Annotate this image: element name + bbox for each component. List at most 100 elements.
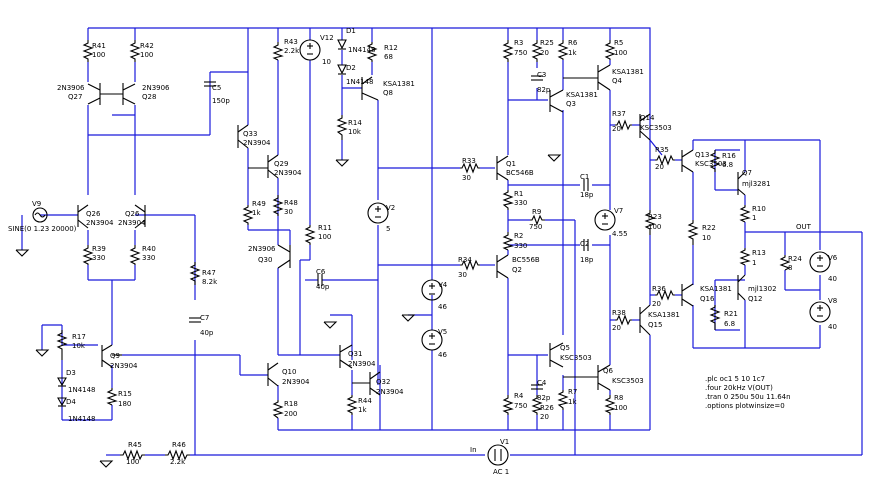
svg-text:R4: R4 — [514, 392, 524, 400]
resistor-R9: R9 750 — [529, 208, 545, 231]
resistor-R7: R7 1k — [557, 388, 577, 410]
transistor-Q1: Q1 BC546B — [496, 155, 534, 181]
resistor-R3: R3 750 — [502, 39, 527, 62]
resistor-R38: R38 20 — [612, 309, 632, 332]
resistor-R1: R1 330 — [502, 190, 527, 210]
svg-text:R41: R41 — [92, 42, 106, 50]
resistor-R39: R39 330 — [82, 245, 106, 265]
ground-symbol — [99, 460, 114, 468]
transistor-Q8: KSA1381 Q8 — [361, 76, 415, 101]
svg-text:330: 330 — [92, 254, 105, 262]
svg-text:R6: R6 — [568, 39, 578, 47]
svg-text:C5: C5 — [212, 84, 221, 92]
svg-text:KSC3503: KSC3503 — [640, 124, 672, 132]
svg-text:BC556B: BC556B — [512, 256, 540, 264]
svg-text:20: 20 — [540, 49, 549, 57]
ground-symbol — [401, 314, 416, 322]
svg-text:Q27: Q27 — [68, 93, 82, 101]
svg-text:40p: 40p — [200, 329, 214, 337]
capacitor-C7: C7 40p — [189, 314, 214, 337]
svg-text:30: 30 — [284, 208, 293, 216]
svg-text:30: 30 — [462, 174, 471, 182]
svg-text:68: 68 — [384, 53, 393, 61]
diode-D4: D4 1N4148 — [57, 397, 96, 423]
svg-text:2.2k: 2.2k — [284, 47, 300, 55]
transistor-Q13: Q13 KSC3503 — [681, 149, 727, 173]
resistor-R12: R12 68 — [366, 42, 398, 62]
svg-text:330: 330 — [142, 254, 155, 262]
capacitor-C1: C1 18p — [580, 173, 594, 199]
svg-text:18p: 18p — [580, 256, 594, 264]
svg-text:Q2: Q2 — [512, 266, 522, 274]
svg-text:200: 200 — [284, 410, 297, 418]
svg-text:R36: R36 — [652, 285, 666, 293]
ground-symbol — [323, 321, 338, 329]
svg-text:V9: V9 — [32, 200, 41, 208]
svg-text:R44: R44 — [358, 397, 372, 405]
svg-text:V4: V4 — [438, 281, 448, 289]
svg-text:10: 10 — [702, 234, 711, 242]
svg-text:AC 1: AC 1 — [493, 468, 509, 476]
svg-text:R23: R23 — [648, 213, 662, 221]
directive-line: .options plotwinsize=0 — [705, 402, 785, 410]
svg-text:Q16: Q16 — [700, 295, 715, 303]
capacitor-C3: C3 82p — [531, 71, 551, 94]
transistor-Q26-left: Q26 2N3904 — [77, 204, 114, 229]
transistor-Q6: Q6 KSC3503 — [563, 364, 644, 391]
source-V9: V9 SINE(0 1.23 20000) — [8, 200, 77, 233]
svg-text:82p: 82p — [537, 86, 551, 94]
svg-text:Q4: Q4 — [612, 77, 623, 85]
svg-text:V2: V2 — [386, 204, 395, 212]
transistor-Q14: Q14 KSC3503 — [639, 113, 672, 141]
svg-text:R14: R14 — [348, 119, 362, 127]
svg-text:46: 46 — [438, 303, 447, 311]
svg-text:Q33: Q33 — [243, 130, 257, 138]
svg-text:R5: R5 — [614, 39, 623, 47]
transistor-Q26-right: Q26 2N3904 — [118, 204, 146, 229]
net-label-out: OUT — [796, 223, 812, 231]
svg-text:R10: R10 — [752, 205, 766, 213]
svg-text:1: 1 — [752, 259, 756, 267]
svg-text:2.2k: 2.2k — [170, 458, 186, 466]
svg-text:100: 100 — [126, 458, 139, 466]
svg-text:Q9: Q9 — [110, 352, 120, 360]
svg-text:R49: R49 — [252, 200, 266, 208]
svg-text:40: 40 — [828, 323, 837, 331]
resistor-R46: R46 2.2k — [165, 441, 190, 466]
svg-text:R46: R46 — [172, 441, 186, 449]
svg-text:2N3906: 2N3906 — [248, 245, 276, 253]
svg-text:Q8: Q8 — [383, 89, 393, 97]
svg-text:R37: R37 — [612, 110, 626, 118]
capacitor-C4: C4 82p — [531, 379, 551, 402]
svg-text:Q32: Q32 — [376, 378, 390, 386]
svg-text:BC546B: BC546B — [506, 169, 534, 177]
resistor-R23: R23 100 — [644, 210, 662, 235]
svg-text:18p: 18p — [580, 191, 594, 199]
svg-text:KSC3503: KSC3503 — [695, 160, 727, 168]
ground-symbol — [335, 159, 350, 167]
svg-text:Q26: Q26 — [125, 210, 140, 218]
resistor-R25: R25 20 — [531, 39, 554, 62]
svg-text:1N4148: 1N4148 — [348, 46, 376, 54]
resistor-R43: R43 2.2k — [272, 38, 300, 61]
svg-text:6.8: 6.8 — [722, 161, 733, 169]
svg-text:100: 100 — [318, 233, 331, 241]
svg-text:SINE(0 1.23 20000): SINE(0 1.23 20000) — [8, 225, 77, 233]
svg-text:2N3904: 2N3904 — [376, 388, 404, 396]
capacitor-C2: C2 18p — [580, 239, 594, 264]
ground-symbol — [15, 249, 30, 257]
svg-text:D4: D4 — [66, 398, 76, 406]
svg-text:750: 750 — [529, 223, 542, 231]
resistor-R24: R24 8 — [779, 255, 802, 272]
directive-line: .plc oc1 5 10 1c7 — [705, 375, 765, 383]
svg-text:R22: R22 — [702, 224, 716, 232]
svg-text:40p: 40p — [316, 283, 330, 291]
svg-text:mjl3281: mjl3281 — [742, 180, 771, 188]
svg-text:Q5: Q5 — [560, 344, 570, 352]
resistor-R34: R34 30 — [458, 256, 480, 279]
svg-text:30: 30 — [458, 271, 467, 279]
svg-text:R9: R9 — [532, 208, 541, 216]
svg-text:C2: C2 — [580, 240, 589, 248]
svg-text:20: 20 — [652, 300, 661, 308]
